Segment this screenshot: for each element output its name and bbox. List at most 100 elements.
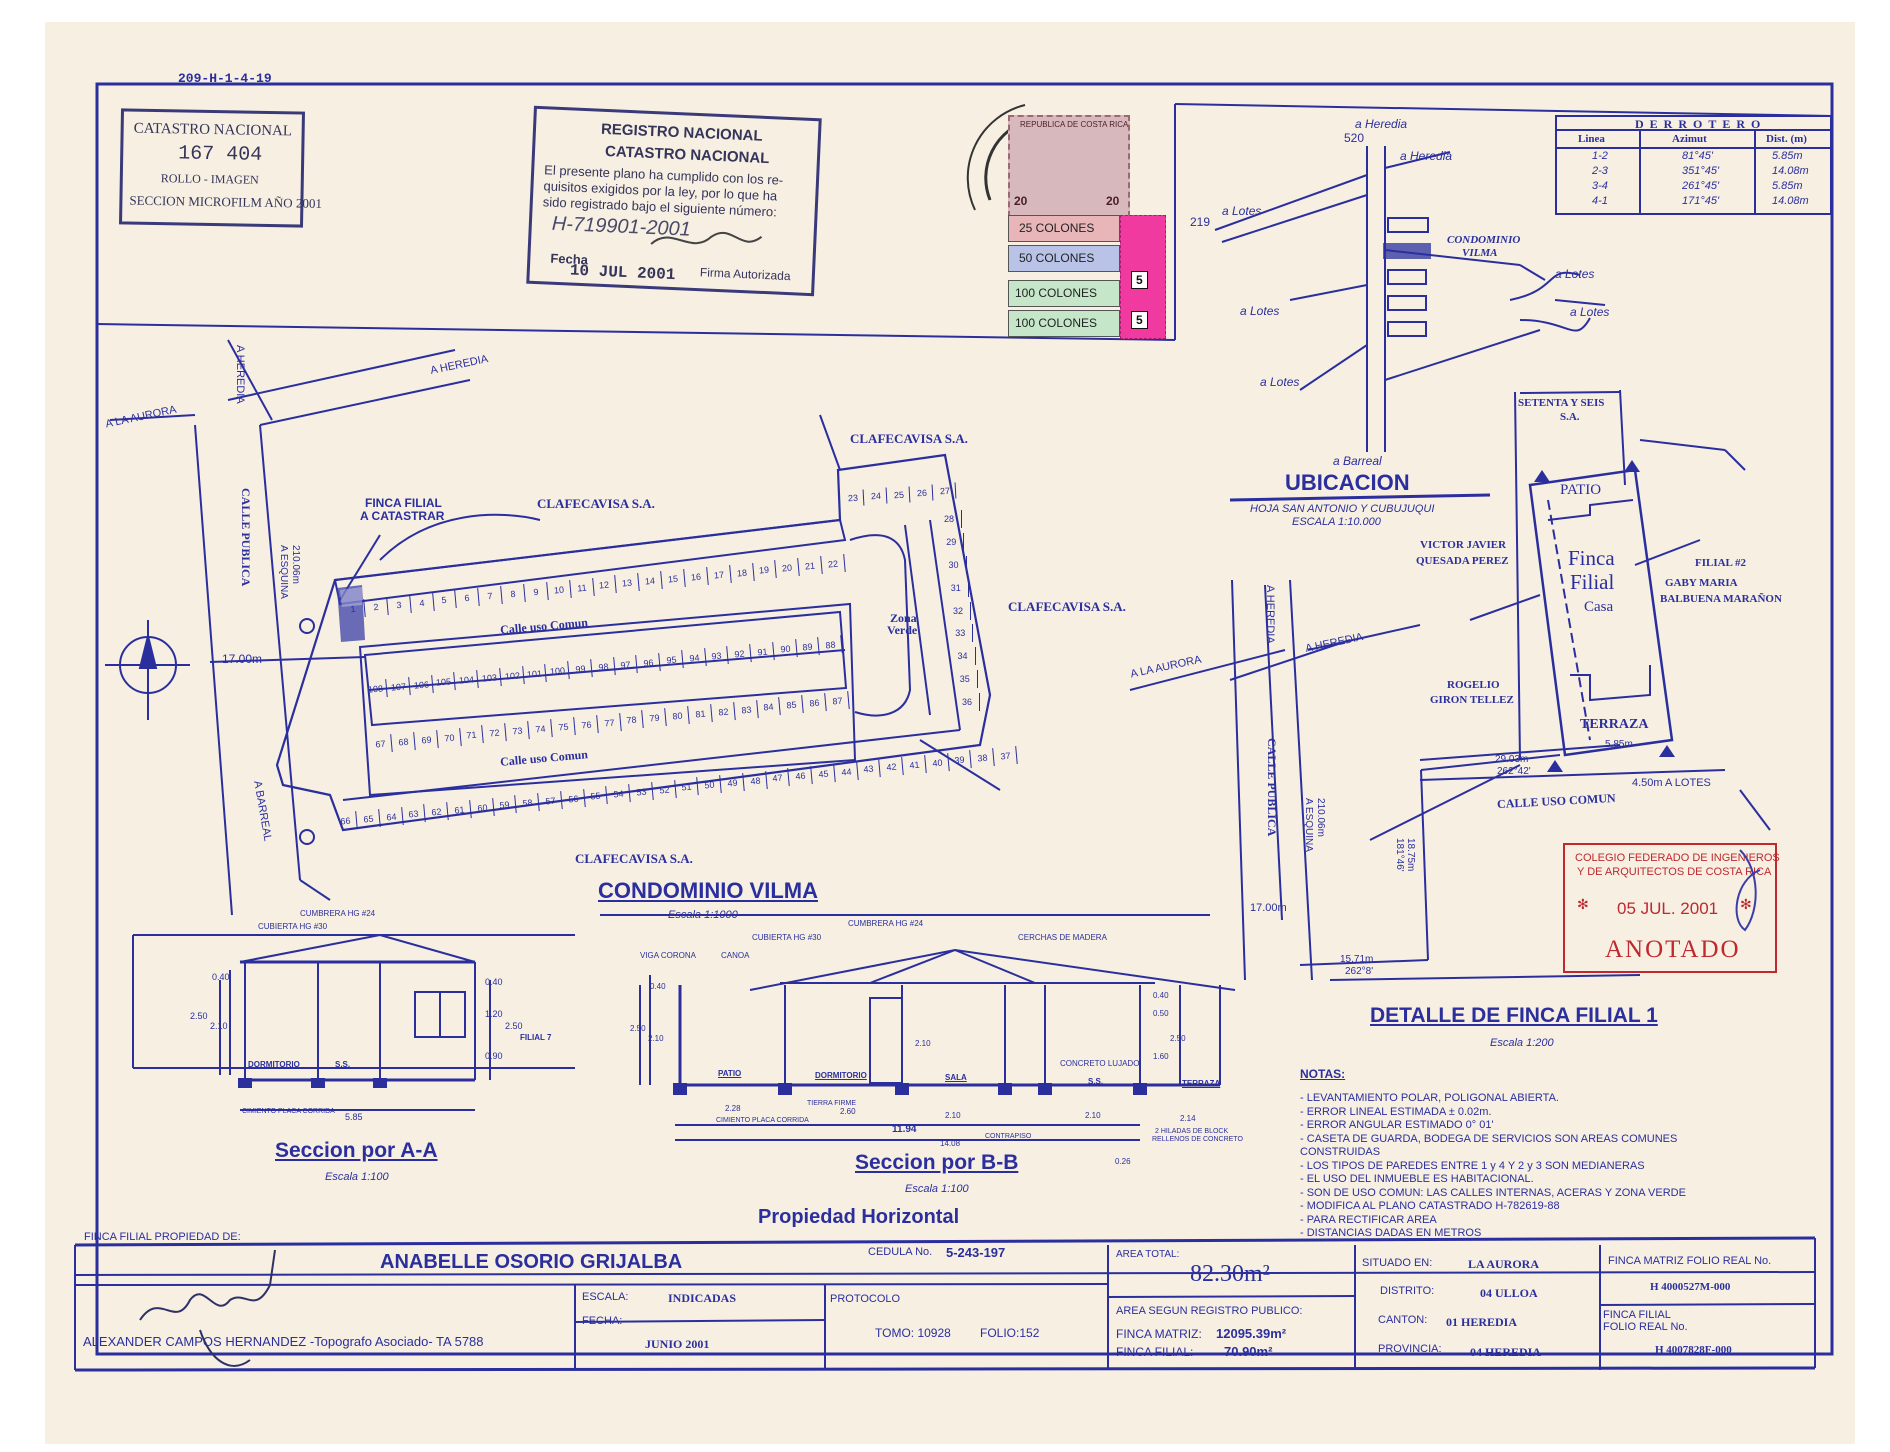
tb-owner: ANABELLE OSORIO GRIJALBA — [380, 1251, 683, 1273]
nota-item: - ERROR LINEAL ESTIMADA ± 0.02m. — [1300, 1105, 1492, 1118]
ubic-barreal: a Barreal — [1333, 454, 1382, 468]
lot-number: 63 — [402, 804, 427, 825]
lot-number: 70 — [437, 727, 462, 748]
nota-item: - ERROR ANGULAR ESTIMADO 0° 01' — [1300, 1119, 1494, 1131]
ubic-lotes-1: a Lotes — [1555, 267, 1595, 281]
tb-situado-label: SITUADO EN: — [1362, 1257, 1433, 1269]
condominio-vilma-escala: Escala 1:1000 — [668, 909, 738, 921]
detail-rogelio-2: GIRON TELLEZ — [1430, 694, 1514, 706]
tb-matriz-value: H 4000527M-000 — [1650, 1281, 1731, 1293]
lot-number: 84 — [757, 697, 782, 718]
site-width-17: 17.00m — [222, 652, 263, 666]
bb-d210c: 2.10 — [915, 1039, 931, 1048]
lot-number: 65 — [357, 808, 381, 829]
derrotero-cell: 171°45' — [1682, 195, 1720, 207]
tb-escala-label: ESCALA: — [582, 1291, 629, 1303]
survey-plan-sheet — [45, 22, 1855, 1444]
tb-area-label: AREA TOTAL: — [1116, 1249, 1180, 1260]
catastro-seccion: SECCION MICROFILM AÑO 2001 — [129, 192, 323, 211]
bb-patio: PATIO — [718, 1069, 742, 1078]
ubic-lotes-4: a Lotes — [1260, 375, 1300, 389]
lot-number: 53 — [630, 781, 654, 802]
aa-d250-r: 2.50 — [505, 1021, 523, 1031]
lot-number: 42 — [880, 757, 904, 778]
bb-d040: 0.40 — [650, 982, 666, 991]
lot-number: 55 — [584, 786, 609, 807]
tb-matriz-label: FINCA MATRIZ FOLIO REAL No. — [1608, 1255, 1772, 1267]
aa-d040-r: 0.40 — [485, 977, 503, 987]
detail-patio: PATIO — [1560, 482, 1602, 498]
lot-number: 46 — [789, 766, 813, 787]
lot-number: 16 — [684, 566, 709, 587]
ubicacion-hoja: HOJA SAN ANTONIO Y CUBUJUQUI — [1250, 503, 1435, 515]
lot-number: 35 — [953, 670, 978, 689]
lot-number: 2 — [364, 596, 389, 617]
bb-terraza: TERRAZA — [1182, 1079, 1221, 1088]
stamp-50-label: 50 COLONES — [1019, 251, 1095, 265]
lot-number: 91 — [751, 641, 775, 662]
lot-number: 17 — [706, 564, 732, 585]
propiedad-horizontal: Propiedad Horizontal — [758, 1206, 960, 1228]
bb-d026: 0.26 — [1115, 1157, 1131, 1166]
nota-item: CONSTRUIDAS — [1300, 1146, 1381, 1158]
aa-d585: 5.85 — [345, 1112, 363, 1122]
aa-filial7: FILIAL 7 — [520, 1033, 552, 1042]
tb-filial-value: H 4007828F-000 — [1655, 1344, 1732, 1356]
detail-calle-publica: CALLE PUBLICA — [1265, 738, 1279, 837]
aa-cimiento: CIMIENTO PLACA CORRIDA — [242, 1108, 335, 1115]
lot-number: 14 — [638, 571, 663, 592]
bb-d210: 2.10 — [945, 1111, 961, 1120]
lot-number: 27 — [934, 482, 957, 500]
aa-ss: S.S. — [335, 1060, 351, 1069]
detail-casa: Casa — [1584, 599, 1614, 615]
tb-area-registro-label: AREA SEGUN REGISTRO PUBLICO: — [1116, 1305, 1303, 1317]
bb-concreto: CONCRETO LUJADO — [1060, 1059, 1140, 1068]
lot-number: 97 — [614, 654, 638, 675]
derrotero-cell: 14.08m — [1772, 195, 1809, 207]
bb-d250: 2.50 — [630, 1024, 646, 1033]
aa-dormitorio: DORMITORIO — [248, 1060, 300, 1069]
lot-number: 98 — [591, 657, 616, 677]
stamp-50: 50 COLONES — [1008, 245, 1120, 272]
lot-number: 81 — [689, 703, 713, 724]
bb-d250r: 2.50 — [1170, 1034, 1186, 1043]
bb-cubierta: CUBIERTA HG #30 — [752, 933, 822, 942]
bb-cumbrera: CUMBRERA HG #24 — [848, 919, 924, 928]
lot-number: 52 — [652, 779, 677, 800]
file-code: 209-H-1-4-19 — [178, 71, 272, 86]
ubic-219: 219 — [1190, 215, 1211, 229]
nota-item: - EL USO DEL INMUEBLE ES HABITACIONAL. — [1300, 1173, 1534, 1185]
lot-number: 39 — [948, 750, 973, 771]
detail-filial2-1: FILIAL #2 — [1695, 557, 1747, 569]
tb-filial-label-2: FOLIO REAL No. — [1603, 1321, 1688, 1333]
site-dist-esquina: 210.06m — [290, 545, 301, 584]
derrotero-cell: 14.08m — [1772, 165, 1809, 177]
lot-number: 15 — [661, 569, 686, 589]
site-zona-verde-1: Zona — [890, 611, 917, 625]
lot-number: 19 — [752, 560, 778, 581]
ubic-heredia-right: a Heredia — [1400, 149, 1453, 163]
site-clafecavisa-3: CLAFECAVISA S.A. — [1008, 599, 1126, 614]
lot-number: 8 — [501, 584, 526, 604]
lot-number: 49 — [721, 772, 745, 793]
site-clafecavisa-2: CLAFECAVISA S.A. — [850, 431, 968, 446]
stamp-100a-label: 100 COLONES — [1015, 286, 1098, 300]
stamp-100b: 100 COLONES — [1008, 310, 1120, 337]
tb-canton-label: CANTON: — [1378, 1314, 1428, 1326]
bb-d160: 1.60 — [1153, 1052, 1169, 1061]
detail-dim-585: 5.85m — [1605, 739, 1633, 750]
detail-filial2-3: BALBUENA MARAÑON — [1660, 593, 1782, 605]
detail-setenta: SETENTA Y SEIS — [1518, 397, 1605, 409]
lot-number: 72 — [483, 723, 507, 744]
lot-number: 88 — [819, 635, 843, 655]
lot-number: 62 — [425, 802, 449, 822]
lot-number: 32 — [946, 601, 971, 620]
lot-number: 74 — [529, 719, 553, 739]
lot-number: 25 — [888, 485, 911, 504]
lot-number: 89 — [796, 637, 820, 658]
lot-number: 48 — [743, 770, 768, 791]
derrotero-cell: 261°45' — [1682, 180, 1720, 192]
detail-dim-2903: 29.03m — [1495, 754, 1529, 765]
colegio-line1: COLEGIO FEDERADO DE INGENIEROS — [1575, 852, 1780, 864]
